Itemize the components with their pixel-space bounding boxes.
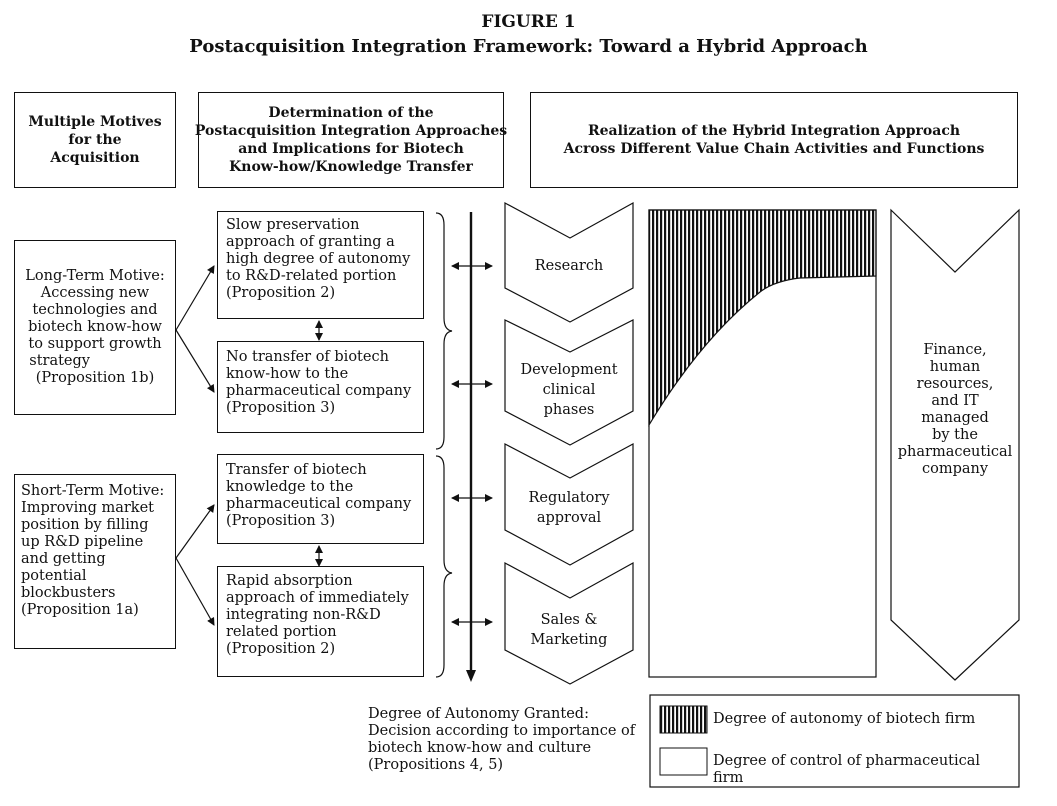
short-term-arrow-up	[175, 504, 215, 559]
chevron-development	[504, 319, 634, 446]
chain-links	[451, 262, 493, 626]
support-functions-chevron	[890, 208, 1020, 681]
support-functions-label: Finance, human resources, and IT managed…	[897, 342, 1013, 477]
short-term-arrow-down	[175, 557, 215, 626]
value-chain-label-development: Development clinical phases	[520, 362, 618, 418]
value-chain-label-research: Research	[534, 258, 604, 274]
legend-autonomy-swatch	[659, 705, 708, 734]
long-term-arrow-up	[175, 265, 215, 331]
long-term-arrow-down	[175, 329, 215, 393]
long-term-motive-box: Long-Term Motive: Accessing new technolo…	[14, 240, 176, 415]
figure-title: Postacquisition Integration Framework: T…	[189, 36, 868, 57]
chevron-regulatory	[504, 442, 634, 566]
header-motives: Multiple Motives for the Acquisition	[14, 92, 176, 188]
legend-autonomy-label: Degree of autonomy of biotech firm	[713, 711, 976, 727]
legend-control-label: Degree of control of pharmaceutical firm	[713, 753, 981, 786]
header-determination: Determination of the Postacquisition Int…	[195, 92, 507, 188]
header-realization: Realization of the Hybrid Integration Ap…	[530, 92, 1018, 188]
motive-arrows	[175, 265, 215, 626]
autonomy-area	[648, 209, 877, 428]
value-chain-chevrons	[504, 201, 634, 685]
autonomy-note: Degree of Autonomy Granted: Decision acc…	[368, 706, 636, 773]
value-chain-label-regulatory: Regulatory approval	[528, 490, 610, 526]
braces	[435, 212, 453, 678]
autonomy-chart	[648, 209, 877, 678]
approach-box-transfer: Transfer of biotech knowledge to the pha…	[217, 454, 424, 544]
autonomy-axis-head	[466, 670, 476, 682]
approach-box-slow-preservation: Slow preservation approach of granting a…	[217, 211, 424, 319]
brace-lower	[435, 455, 453, 678]
legend-box	[649, 694, 1020, 788]
legend-graphics	[649, 694, 1020, 788]
legend-control-swatch	[659, 747, 708, 776]
chevron-sales	[504, 561, 634, 685]
value-chain-label-sales: Sales & Marketing	[530, 612, 608, 648]
figure-number: FIGURE 1	[481, 12, 576, 32]
brace-upper	[435, 212, 453, 450]
approach-box-rapid-absorption: Rapid absorption approach of immediately…	[217, 566, 424, 677]
approach-box-no-transfer: No transfer of biotech know-how to the p…	[217, 341, 424, 433]
short-term-motive-box: Short-Term Motive: Improving market posi…	[14, 474, 176, 649]
chevron-research	[504, 201, 634, 323]
